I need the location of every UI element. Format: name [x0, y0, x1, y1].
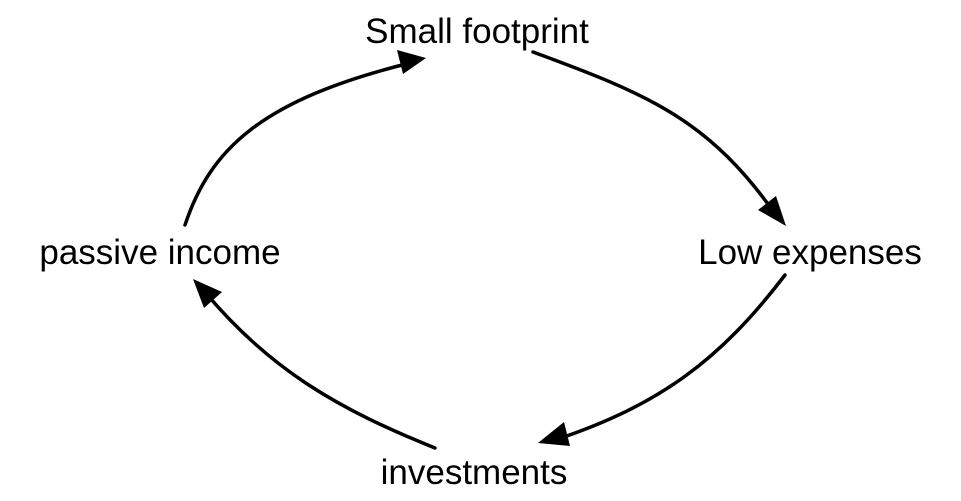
node-label-low-expenses: Low expenses — [698, 233, 922, 272]
arrow-passive-income-to-small-footprint — [183, 61, 412, 227]
arrow-investments-to-passive-income — [203, 290, 437, 450]
arrowhead-investments — [538, 422, 570, 446]
arrowhead-low-expenses — [758, 196, 786, 226]
arrow-low-expenses-to-investments — [553, 273, 787, 442]
node-label-small-footprint: Small footprint — [365, 12, 589, 51]
node-label-passive-income: passive income — [39, 233, 280, 272]
node-label-investments: investments — [381, 453, 568, 492]
arrowhead-passive-income — [193, 279, 222, 308]
arrow-small-footprint-to-low-expenses — [531, 50, 780, 220]
arrowhead-small-footprint — [397, 50, 426, 74]
